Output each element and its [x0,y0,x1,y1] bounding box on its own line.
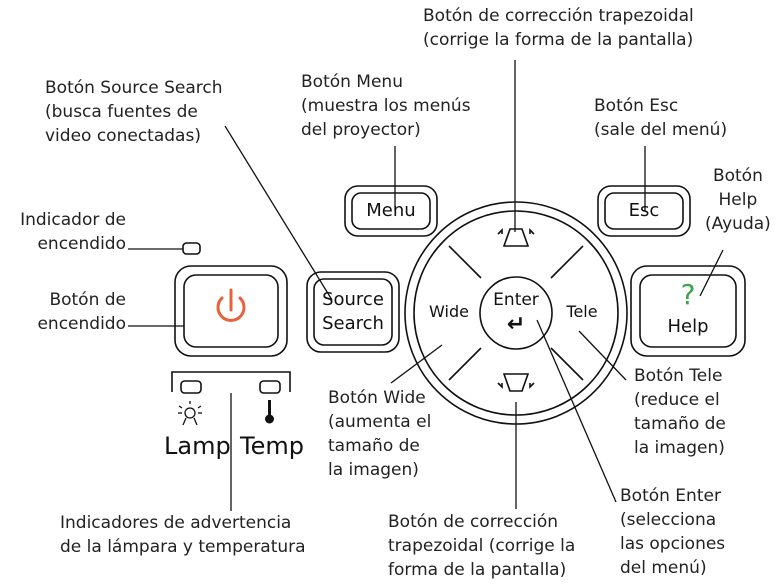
callout-tele: Botón Tele (reduce el tamaño de la image… [634,366,726,458]
source-search-button-inner [313,278,393,346]
temp-label: Temp [240,432,304,460]
callout-source-search: Botón Source Search (busca fuentes de vi… [45,78,223,146]
callout-wide: Botón Wide (aumenta el tamaño de la imag… [328,388,432,480]
source-button-label-1: Source [322,289,384,310]
callout-power-button: Botón de encendido [37,290,126,334]
callout-power-indicator: Indicador de encendido [20,210,126,254]
callout-enter: Botón Enter (selecciona las opciones del… [620,486,726,578]
enter-arrow-icon: ↵ [506,312,526,337]
lamp-indicator [180,380,202,394]
help-button-outer[interactable] [630,265,746,357]
callout-help: Botón Help (Ayuda) [705,166,771,234]
lamp-sun-icon [178,401,202,426]
menu-button-label: Menu [366,200,416,221]
callout-keystone-bottom: Botón de corrección trapezoidal (corrige… [388,512,576,580]
help-button-label: Help [667,316,709,337]
leader-lines [128,60,724,511]
power-button-outer[interactable] [174,265,288,357]
question-icon: ? [680,278,696,311]
lamp-label: Lamp [164,432,231,460]
enter-button-label: Enter [493,290,539,310]
callout-keystone-top: Botón de corrección trapezoidal (corrige… [423,6,694,50]
menu-button-outer[interactable] [344,185,438,237]
thermometer-icon [265,400,274,424]
temp-indicator [259,380,281,394]
keystone-up-icon[interactable] [502,228,530,247]
menu-button-inner [351,192,431,230]
esc-button-outer[interactable] [597,185,691,237]
callout-menu: Botón Menu (muestra los menús del proyec… [301,72,471,140]
keystone-down-icon[interactable] [502,373,530,392]
wide-button-label[interactable]: Wide [429,302,469,321]
power-indicator [182,242,201,255]
esc-button-inner [604,192,684,230]
esc-button-label: Esc [628,200,660,221]
help-button-inner [639,274,737,348]
power-icon [216,288,246,322]
indicator-box [171,371,291,392]
tele-button-label[interactable]: Tele [566,302,598,321]
callout-esc: Botón Esc (sale del menú) [594,96,728,140]
source-button-label-2: Search [322,313,384,334]
callout-warning-indicators: Indicadores de advertencia de la lámpara… [60,513,306,557]
power-button-inner [183,274,279,348]
enter-button[interactable] [479,276,553,350]
source-search-button-outer[interactable] [306,271,400,353]
